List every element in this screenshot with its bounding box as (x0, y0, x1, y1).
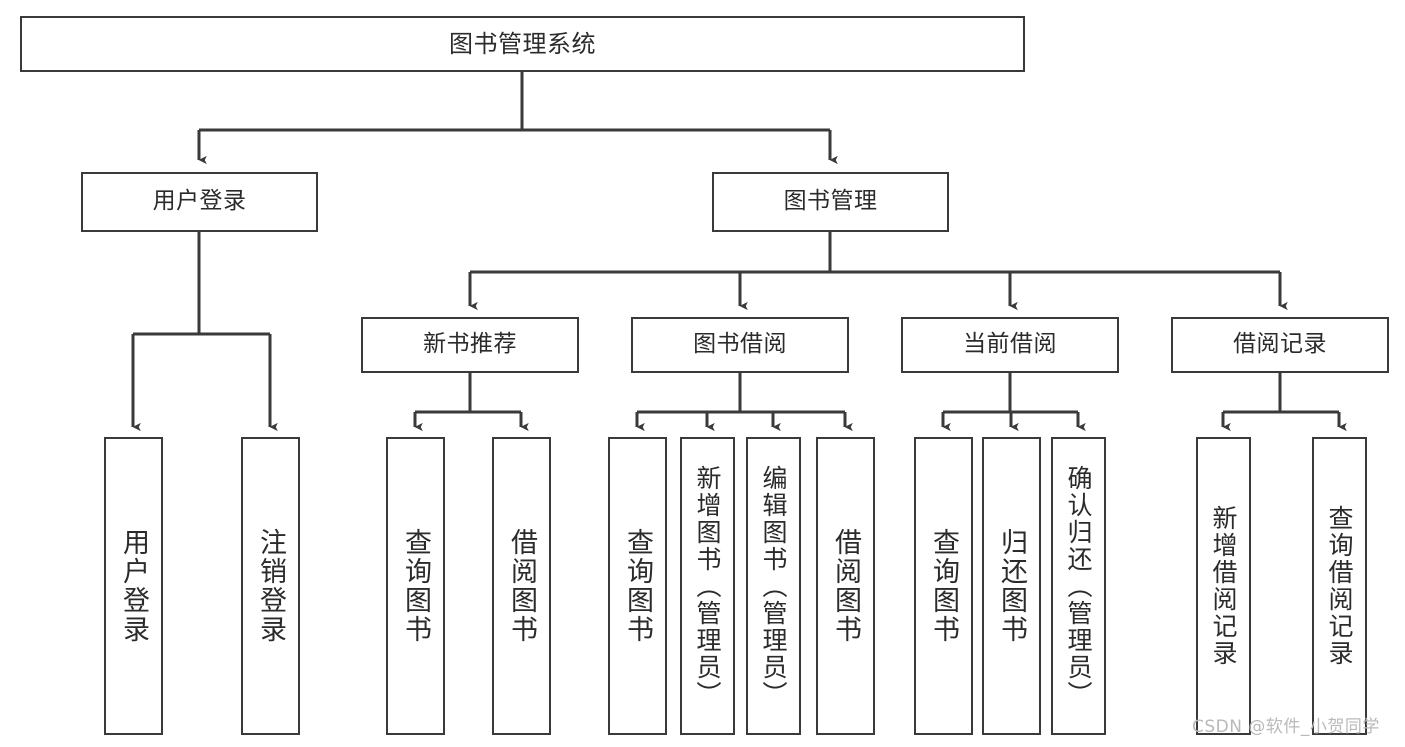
node-label: 当前借阅 (963, 331, 1057, 358)
node-user-login[interactable]: 用户登录 (81, 172, 318, 232)
node-root-book-management-system[interactable]: 图书管理系统 (20, 16, 1025, 72)
node-label: 新增图书（管理员） (693, 464, 722, 708)
node-label: 查询图书 (400, 527, 431, 645)
leaf-borrow-books-nbr[interactable]: 借阅图书 (492, 437, 551, 735)
watermark-text: CSDN @软件_小贺同学 (1192, 717, 1380, 737)
node-label: 查询借阅记录 (1325, 505, 1354, 667)
leaf-query-books-bb[interactable]: 查询图书 (608, 437, 667, 735)
leaf-user-login[interactable]: 用户登录 (104, 437, 163, 735)
node-borrowing-records[interactable]: 借阅记录 (1171, 317, 1389, 373)
node-label: 查询图书 (622, 527, 653, 645)
node-current-borrowing[interactable]: 当前借阅 (901, 317, 1119, 373)
node-book-management[interactable]: 图书管理 (712, 172, 949, 232)
leaf-borrow-books-bb[interactable]: 借阅图书 (816, 437, 875, 735)
node-label: 借阅图书 (506, 527, 537, 645)
node-book-borrowing[interactable]: 图书借阅 (631, 317, 849, 373)
leaf-edit-book-admin[interactable]: 编辑图书（管理员） (746, 437, 801, 735)
node-label: 注销登录 (255, 527, 286, 645)
leaf-logout[interactable]: 注销登录 (241, 437, 300, 735)
node-label: 用户登录 (118, 527, 149, 645)
leaf-query-books-nbr[interactable]: 查询图书 (386, 437, 445, 735)
node-label: 借阅图书 (830, 527, 861, 645)
leaf-return-books[interactable]: 归还图书 (982, 437, 1041, 735)
node-label: 借阅记录 (1233, 331, 1327, 358)
leaf-add-book-admin[interactable]: 新增图书（管理员） (680, 437, 735, 735)
node-label: 归还图书 (996, 527, 1027, 645)
node-label: 查询图书 (928, 527, 959, 645)
node-label: 编辑图书（管理员） (759, 464, 788, 708)
node-label: 新增借阅记录 (1209, 505, 1238, 667)
node-label: 用户登录 (152, 188, 247, 215)
node-label: 图书管理系统 (449, 29, 596, 58)
node-new-book-recommendation[interactable]: 新书推荐 (361, 317, 579, 373)
leaf-query-books-cb[interactable]: 查询图书 (914, 437, 973, 735)
leaf-confirm-return-admin[interactable]: 确认归还（管理员） (1051, 437, 1106, 735)
leaf-query-borrow-record[interactable]: 查询借阅记录 (1312, 437, 1367, 735)
node-label: 新书推荐 (423, 331, 517, 358)
node-label: 确认归还（管理员） (1064, 464, 1093, 708)
node-label: 图书借阅 (693, 331, 787, 358)
node-label: 图书管理 (783, 188, 878, 215)
leaf-add-borrow-record[interactable]: 新增借阅记录 (1196, 437, 1251, 735)
